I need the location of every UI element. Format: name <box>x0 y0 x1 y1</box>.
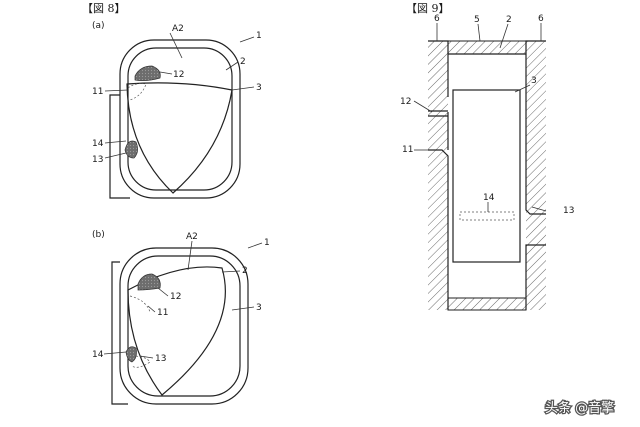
right-wall-upper-edge <box>525 40 546 215</box>
label-6-left: 6 <box>434 14 440 24</box>
rotor <box>126 82 233 194</box>
port-13 <box>125 346 137 363</box>
label-A2-a: A2 <box>172 24 184 34</box>
leader-14-b <box>103 351 127 355</box>
label-2: 2 <box>506 15 512 25</box>
side-block <box>111 261 128 405</box>
label-3: 3 <box>531 76 537 86</box>
panel-b-label: (b) <box>92 230 105 240</box>
label-12-b: 12 <box>170 292 181 302</box>
fig8-title: 【図 8】 <box>82 2 126 15</box>
label-5: 5 <box>474 15 480 25</box>
label-A2-b: A2 <box>186 232 198 242</box>
panel-a-label: (a) <box>92 21 105 31</box>
fig9-cross-section: 6 5 2 6 3 12 11 14 13 <box>400 14 574 311</box>
leader-11-b <box>147 305 156 313</box>
rotor <box>127 266 226 396</box>
watermark-text: 头条 @音擎 <box>545 400 614 416</box>
leader-3-b <box>231 306 255 311</box>
leader-13 <box>531 206 547 212</box>
label-11-b: 11 <box>157 308 168 318</box>
label-6-right: 6 <box>538 14 544 24</box>
watermark: 头条 @音擎 <box>544 399 616 418</box>
housing-inner <box>127 255 241 397</box>
leader-13-a <box>104 152 127 159</box>
cover-plate-5 <box>447 40 527 55</box>
right-wall-lower <box>526 245 546 310</box>
leader-3-a <box>231 86 255 91</box>
label-11-a: 11 <box>92 87 103 97</box>
bottom-plate <box>447 297 527 311</box>
label-14-b: 14 <box>92 350 104 360</box>
fig9-title: 【図 9】 <box>406 2 450 15</box>
label-3-b: 3 <box>256 303 262 313</box>
label-2-a: 2 <box>240 57 246 67</box>
leader-A2-a <box>169 32 183 59</box>
fig8-panel-b: (b) A2 1 2 3 12 11 14 13 <box>92 230 270 405</box>
leader-12-a <box>159 71 173 75</box>
leader-1-a <box>239 36 255 43</box>
label-14: 14 <box>483 193 495 203</box>
left-wall-upper-edge <box>428 40 449 97</box>
left-wall-upper <box>428 41 448 150</box>
leader-2-a <box>225 61 239 71</box>
label-13-a: 13 <box>92 155 103 165</box>
label-13: 13 <box>563 206 574 216</box>
leader-5 <box>477 23 481 42</box>
port-12-slot <box>428 110 448 117</box>
leader-12 <box>413 100 433 113</box>
port-13 <box>124 140 138 159</box>
housing-outer <box>119 39 241 199</box>
label-3-a: 3 <box>256 83 262 93</box>
rotor-3 <box>452 89 521 263</box>
left-wall-lower <box>428 150 448 310</box>
label-14-a: 14 <box>92 139 104 149</box>
label-11: 11 <box>402 145 413 155</box>
fig8-panel-a: (a) A2 1 2 3 12 11 14 13 <box>92 21 262 199</box>
port-11 <box>129 295 151 313</box>
leader-2 <box>499 23 509 49</box>
housing-outer <box>119 247 249 405</box>
label-2-b: 2 <box>242 266 248 276</box>
left-wall-lower-edge <box>428 149 449 310</box>
right-wall-upper <box>526 41 546 245</box>
leader-14-a <box>104 140 127 144</box>
label-1-a: 1 <box>256 31 262 41</box>
right-wall-lower-edge <box>525 244 546 310</box>
feature-14 <box>459 211 515 221</box>
label-12-a: 12 <box>173 70 184 80</box>
leader-2-b <box>221 270 241 273</box>
port-11 <box>127 83 147 101</box>
side-block <box>109 94 130 199</box>
label-1-b: 1 <box>264 238 270 248</box>
leader-13-b <box>139 355 154 359</box>
leader-11-a <box>104 89 129 92</box>
leader-12-b <box>157 287 169 297</box>
leader-A2-b <box>187 240 193 271</box>
port-12 <box>137 273 161 291</box>
housing-inner <box>127 47 233 191</box>
leader-3 <box>514 84 531 93</box>
port-12 <box>134 65 161 82</box>
label-13-b: 13 <box>155 354 166 364</box>
leader-1-b <box>247 242 263 249</box>
label-12: 12 <box>400 97 411 107</box>
